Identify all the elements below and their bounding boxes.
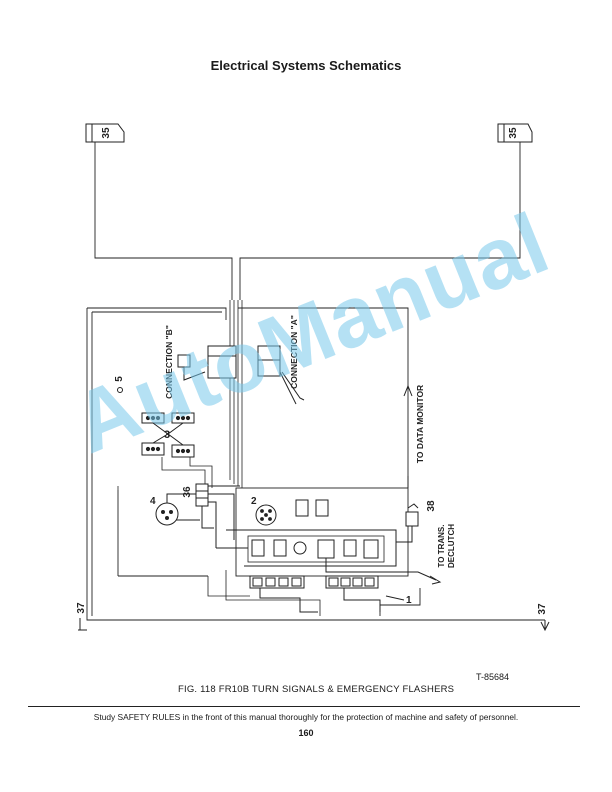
flasher-4 bbox=[155, 493, 200, 526]
component-2 bbox=[255, 504, 277, 526]
switch-3-label: 3 bbox=[164, 429, 170, 441]
callout-1-label: 1 bbox=[406, 595, 412, 606]
connection-b-block bbox=[177, 345, 237, 381]
to-trans-label: TO TRANS. bbox=[437, 525, 446, 568]
terminal-5 bbox=[117, 387, 123, 393]
terminal-strip-right bbox=[325, 575, 381, 612]
to-data-monitor-label: TO DATA MONITOR bbox=[415, 385, 425, 463]
footer-note: Study SAFETY RULES in the front of this … bbox=[93, 712, 519, 722]
declutch-label: DECLUTCH bbox=[447, 524, 456, 568]
connection-a-block bbox=[257, 345, 305, 405]
page-title: Electrical Systems Schematics bbox=[210, 58, 402, 73]
ground-right-label: 37 bbox=[537, 603, 548, 615]
connector-36 bbox=[195, 483, 240, 548]
trunk-wires bbox=[229, 300, 243, 488]
lamp-harness bbox=[94, 142, 521, 300]
connection-b-label: CONNECTION "B" bbox=[164, 325, 174, 399]
bottom-bus bbox=[207, 570, 321, 616]
page-number: 160 bbox=[298, 728, 314, 738]
switch-3 bbox=[141, 412, 195, 458]
lamp-right-label: 35 bbox=[508, 127, 519, 139]
switch-3-wires bbox=[117, 457, 213, 490]
component-38-label: 38 bbox=[426, 500, 437, 512]
lamp-right bbox=[497, 123, 533, 143]
ground-right bbox=[540, 620, 550, 632]
drawing-number: T-85684 bbox=[476, 672, 510, 682]
callout-1-leader bbox=[385, 595, 405, 601]
data-monitor-arrow bbox=[403, 384, 413, 488]
ground-left bbox=[78, 618, 87, 631]
flasher-4-label: 4 bbox=[150, 496, 156, 507]
footer-rule bbox=[28, 706, 580, 707]
main-harness bbox=[86, 307, 545, 621]
lamp-left bbox=[85, 123, 125, 143]
figure-caption: FIG. 118 FR10B TURN SIGNALS & EMERGENCY … bbox=[178, 684, 455, 695]
terminal-strip-left bbox=[249, 575, 318, 613]
lamp-left-label: 35 bbox=[101, 127, 112, 139]
connection-a-label: CONNECTION "A" bbox=[289, 315, 299, 389]
control-panel bbox=[216, 487, 409, 577]
trans-declutch-arrow bbox=[396, 571, 442, 585]
component-2-label: 2 bbox=[251, 496, 257, 507]
connector-36-label: 36 bbox=[182, 486, 193, 498]
component-5-label: 5 bbox=[114, 376, 125, 382]
ground-left-label: 37 bbox=[76, 602, 87, 614]
component-38 bbox=[396, 503, 419, 543]
